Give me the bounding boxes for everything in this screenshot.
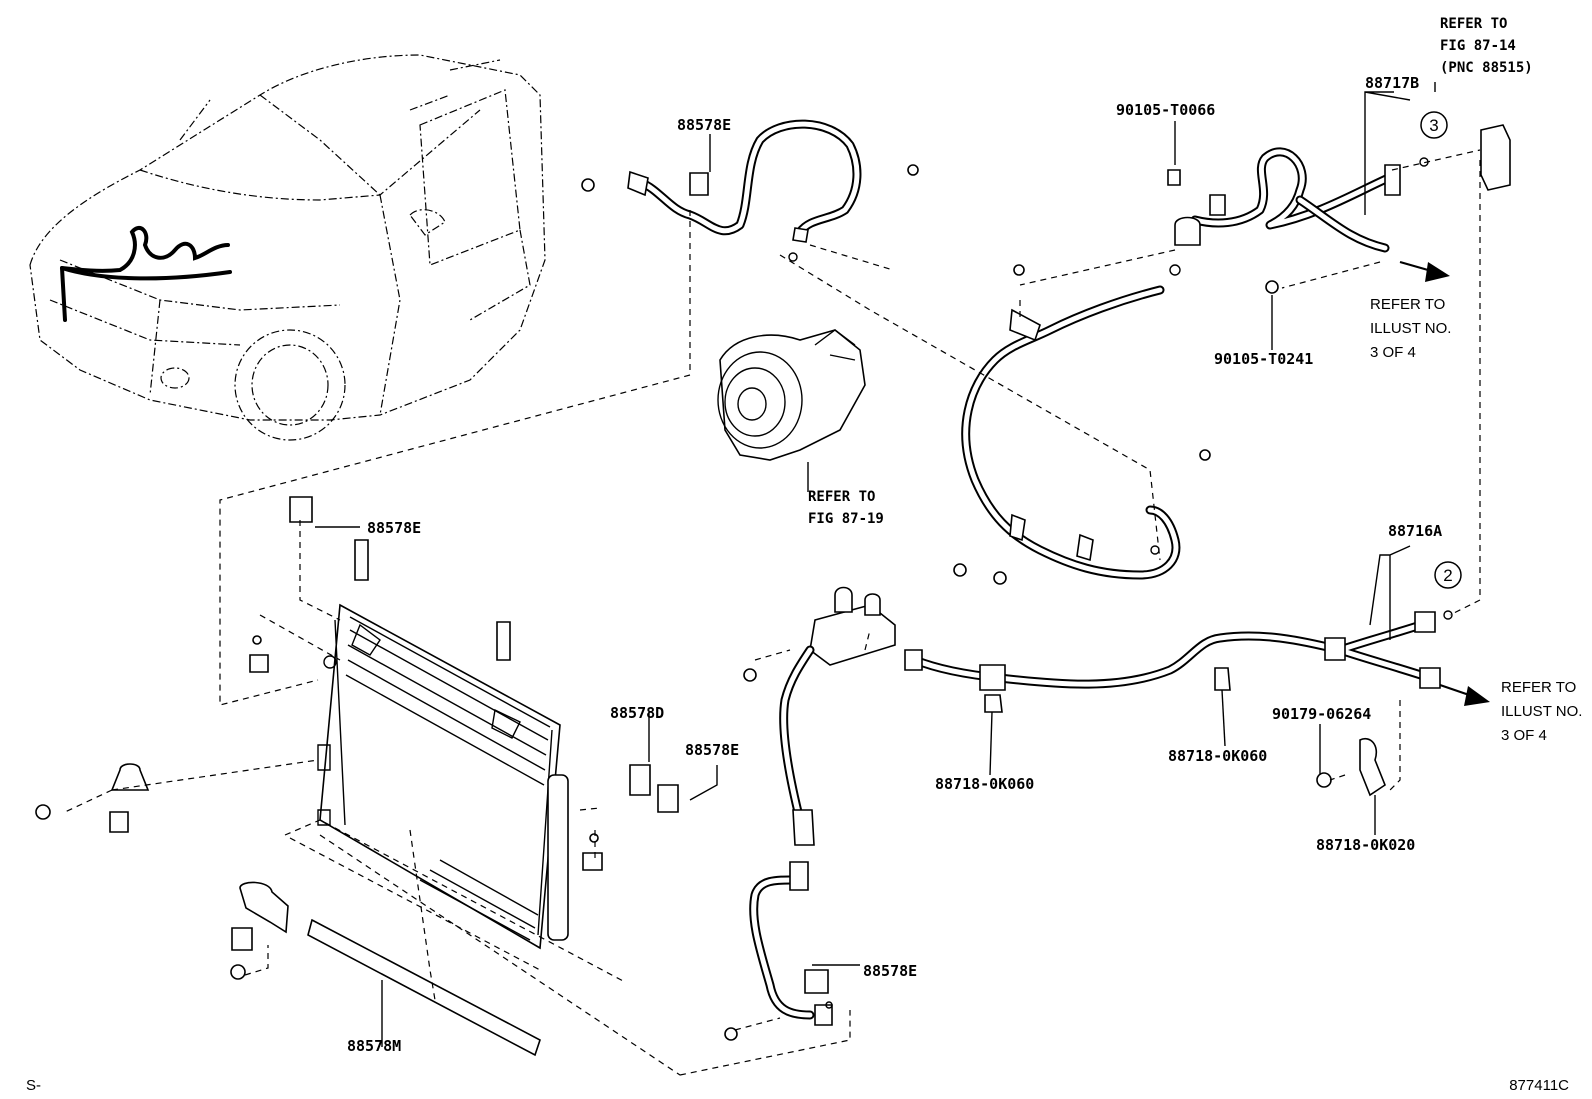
part-label-88718-0k060-b: 88718-0K060	[1168, 747, 1267, 765]
part-label-88578e-top: 88578E	[677, 116, 731, 134]
corner-code-left: S-	[26, 1077, 41, 1094]
arrow-icon	[1464, 686, 1490, 706]
part-label-90179-06264: 90179-06264	[1272, 705, 1371, 723]
part-label-88578e-bottom: 88578E	[863, 962, 917, 980]
wiring-harness	[60, 225, 230, 273]
hose-88717b	[1167, 124, 1511, 294]
svg-text:3 OF 4: 3 OF 4	[1501, 727, 1547, 744]
illustration-number: 877411C	[1509, 1077, 1569, 1094]
discharge-hose-assembly	[581, 119, 919, 262]
marker-2: 2	[1434, 561, 1462, 589]
svg-text:ILLUST NO.: ILLUST NO.	[1370, 320, 1451, 337]
vehicle-outline	[29, 54, 546, 441]
svg-text:REFER TO: REFER TO	[1370, 296, 1445, 313]
arrow-icon	[1425, 262, 1450, 282]
svg-text:FIG 87-19: FIG 87-19	[808, 511, 884, 527]
suction-hose-assembly	[953, 264, 1211, 585]
leader-lines	[64, 149, 1481, 1076]
svg-text:(PNC 88515): (PNC 88515)	[1440, 60, 1533, 76]
note-refer-fig-87-14: REFER TO FIG 87-14 (PNC 88515)	[1440, 16, 1533, 76]
svg-text:FIG 87-14: FIG 87-14	[1440, 38, 1516, 54]
part-label-88578m: 88578M	[347, 1037, 401, 1055]
part-label-88578d: 88578D	[610, 704, 664, 722]
wiring-harness-branch	[60, 266, 232, 322]
part-label-88718-0k020: 88718-0K020	[1316, 836, 1415, 854]
part-label-88578e-cond: 88578E	[367, 519, 421, 537]
part-label-88717b: 88717B	[1365, 74, 1419, 92]
part-label-88718-0k060-a: 88718-0K060	[935, 775, 1034, 793]
valve-block-and-lower-pipes	[629, 586, 896, 1041]
svg-text:REFER TO: REFER TO	[1501, 679, 1576, 696]
svg-text:3 OF 4: 3 OF 4	[1370, 344, 1416, 361]
svg-text:REFER TO: REFER TO	[1440, 16, 1507, 32]
svg-text:ILLUST NO.: ILLUST NO.	[1501, 703, 1582, 720]
note-refer-fig-87-19: REFER TO FIG 87-19	[808, 489, 884, 527]
liquid-line-assembly	[904, 610, 1453, 797]
label-leaders	[315, 82, 1436, 1047]
marker-3: 3	[1420, 111, 1448, 139]
svg-text:3: 3	[1429, 116, 1438, 135]
condenser	[317, 603, 569, 950]
part-label-88716a: 88716A	[1388, 522, 1442, 540]
refer-arrows	[1399, 260, 1490, 706]
note-refer-illust-upper: REFER TO ILLUST NO. 3 OF 4	[1370, 296, 1451, 361]
part-label-90105-t0066: 90105-T0066	[1116, 101, 1215, 119]
compressor	[717, 329, 866, 461]
svg-text:2: 2	[1443, 566, 1452, 585]
note-refer-illust-lower: REFER TO ILLUST NO. 3 OF 4	[1501, 679, 1582, 744]
part-label-90105-t0241: 90105-T0241	[1214, 350, 1313, 368]
svg-text:REFER TO: REFER TO	[808, 489, 875, 505]
part-label-88578e-mid: 88578E	[685, 741, 739, 759]
condenser-bracket-parts	[35, 496, 603, 1057]
